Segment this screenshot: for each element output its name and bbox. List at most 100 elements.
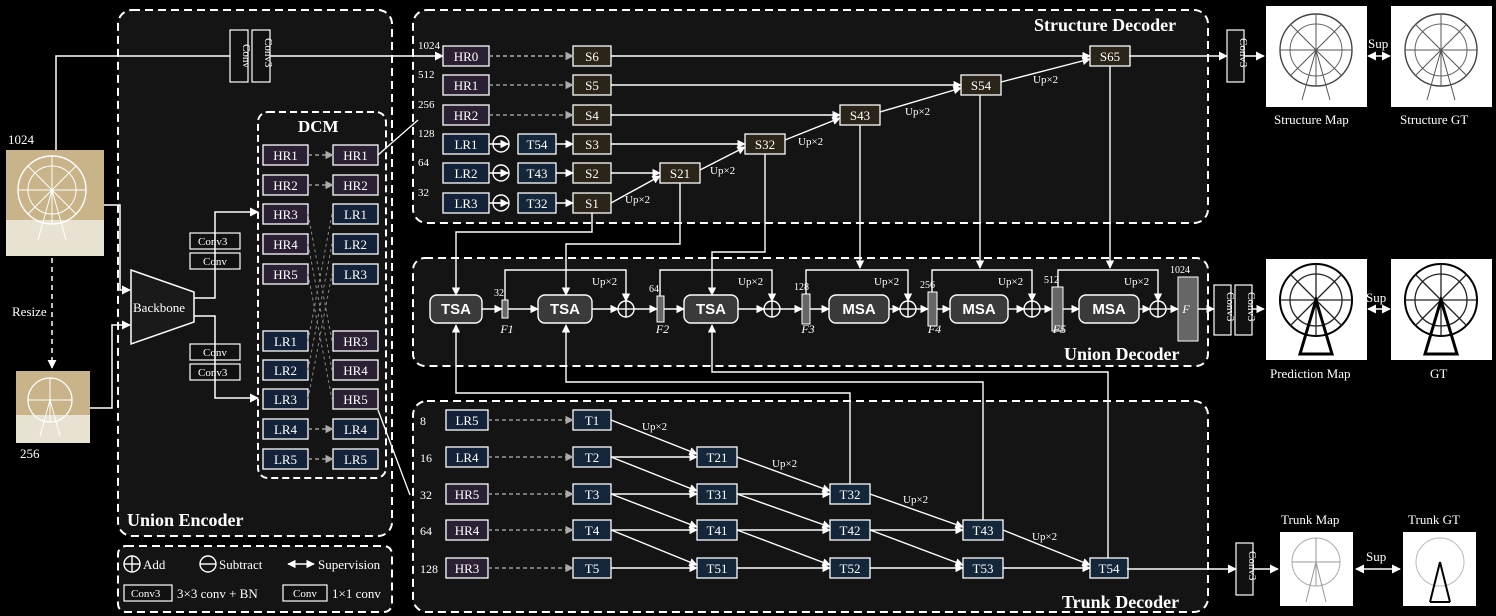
struct-t54: T54 <box>517 133 557 155</box>
struct-in-hr1-1: HR1 <box>442 74 490 96</box>
dcm-left-hr1: HR1 <box>262 144 309 166</box>
svg-text:F4: F4 <box>927 322 941 336</box>
trunk-map-image <box>1280 532 1353 606</box>
svg-text:S21: S21 <box>670 166 690 181</box>
svg-text:S5: S5 <box>585 78 599 93</box>
svg-text:HR0: HR0 <box>454 49 479 64</box>
union-block-3: MSA <box>828 294 890 324</box>
structure-map-image <box>1266 6 1367 107</box>
svg-text:HR2: HR2 <box>343 178 368 193</box>
svg-text:Conv3: Conv3 <box>1237 38 1249 68</box>
union-block-4: MSA <box>949 294 1009 324</box>
trunk-t43: T43 <box>962 519 1004 541</box>
svg-text:T4: T4 <box>585 523 600 538</box>
trunk-t1: T1 <box>572 409 612 431</box>
prediction-map-image <box>1266 259 1367 360</box>
svg-text:T5: T5 <box>585 561 599 576</box>
svg-text:Conv3: Conv3 <box>198 367 228 379</box>
svg-text:T32: T32 <box>527 196 548 211</box>
dcm-right-hr1: HR1 <box>332 144 379 166</box>
trunk-size-1: 16 <box>420 451 432 465</box>
union-up-3: Up×2 <box>998 276 1023 288</box>
struct-in-lr3-5: LR3 <box>442 192 490 214</box>
svg-text:T51: T51 <box>707 561 728 576</box>
svg-text:LR2: LR2 <box>274 363 297 378</box>
struct-subtract-1 <box>492 164 510 182</box>
union-feature-f: F <box>1177 276 1199 342</box>
dcm-right-hr3: HR3 <box>332 330 379 352</box>
svg-text:Add: Add <box>143 557 166 572</box>
svg-text:T3: T3 <box>585 487 599 502</box>
dcm-right-lr4: LR4 <box>332 418 379 440</box>
trunk-in-hr5: HR5 <box>445 483 489 505</box>
svg-text:TSA: TSA <box>441 301 471 318</box>
struct-s2: S2 <box>572 162 612 184</box>
union-up-1: Up×2 <box>738 276 763 288</box>
dcm-right-lr5: LR5 <box>332 448 379 470</box>
union-block-0: TSA <box>429 294 483 324</box>
dcm-left-hr4: HR4 <box>262 233 309 255</box>
svg-text:LR3: LR3 <box>274 392 297 407</box>
svg-text:Conv: Conv <box>293 588 317 600</box>
input-image-large <box>6 150 104 256</box>
dcm-left-hr5: HR5 <box>262 263 309 285</box>
trunk-gt-label: Trunk GT <box>1408 512 1460 527</box>
svg-text:3×3 conv + BN: 3×3 conv + BN <box>177 586 258 601</box>
svg-text:Conv3: Conv3 <box>198 236 228 248</box>
struct-in-hr0-0: HR0 <box>442 45 490 67</box>
trunk-size-3: 64 <box>420 524 432 538</box>
svg-text:Subtract: Subtract <box>219 557 263 572</box>
input-size-large: 1024 <box>8 132 35 147</box>
struct-s5: S5 <box>572 74 612 96</box>
struct-s43: S43 <box>839 104 881 126</box>
svg-text:S1: S1 <box>585 196 599 211</box>
input-size-small: 256 <box>20 446 40 461</box>
legend-conv3: Conv3 3×3 conv + BN <box>123 584 258 602</box>
dcm-right-hr4: HR4 <box>332 359 379 381</box>
struct-in-lr2-4: LR2 <box>442 162 490 184</box>
struct-s3: S3 <box>572 133 612 155</box>
trunk-t53: T53 <box>962 557 1004 579</box>
structure-decoder-title: Structure Decoder <box>1034 15 1176 35</box>
up-s32: Up×2 <box>798 136 823 148</box>
union-add-0 <box>617 300 635 318</box>
struct-in-hr2-2: HR2 <box>442 104 490 126</box>
svg-text:MSA: MSA <box>962 301 996 318</box>
structure-map-label: Structure Map <box>1274 112 1349 127</box>
enc-top-conv3: Conv3 <box>251 29 274 83</box>
svg-text:HR1: HR1 <box>454 78 479 93</box>
svg-text:HR1: HR1 <box>273 148 298 163</box>
dcm-right-lr3: LR3 <box>332 263 379 285</box>
struct-s6: S6 <box>572 45 612 67</box>
dcm-title: DCM <box>298 117 339 136</box>
svg-text:T41: T41 <box>707 523 728 538</box>
struct-size-4: 64 <box>418 157 430 169</box>
struct-t43: T43 <box>517 162 557 184</box>
svg-text:F2: F2 <box>655 322 669 336</box>
svg-text:Conv3: Conv3 <box>1246 551 1258 581</box>
trunk-t5: T5 <box>572 557 612 579</box>
svg-text:TSA: TSA <box>550 301 580 318</box>
trunk-gt-image <box>1403 532 1476 606</box>
svg-text:F5: F5 <box>1052 322 1066 336</box>
svg-text:MSA: MSA <box>842 301 876 318</box>
trunk-map-label: Trunk Map <box>1281 512 1339 527</box>
svg-text:HR3: HR3 <box>455 561 480 576</box>
svg-text:S3: S3 <box>585 137 599 152</box>
svg-text:T43: T43 <box>973 523 994 538</box>
svg-text:HR2: HR2 <box>454 108 479 123</box>
svg-text:S32: S32 <box>755 137 775 152</box>
trunk-up-4: Up×2 <box>1032 531 1057 543</box>
svg-text:T32: T32 <box>840 487 861 502</box>
svg-text:T42: T42 <box>840 523 861 538</box>
svg-text:F1: F1 <box>499 322 513 336</box>
structure-gt-image <box>1391 6 1492 107</box>
input-image-small <box>16 371 90 443</box>
legend-supervision: Supervision <box>287 557 381 572</box>
legend-subtract: Subtract <box>199 555 263 573</box>
trunk-t32: T32 <box>829 483 871 505</box>
trunk-size-2: 32 <box>420 488 432 502</box>
dcm-left-lr5: LR5 <box>262 448 309 470</box>
svg-text:Conv3: Conv3 <box>131 588 161 600</box>
svg-text:LR1: LR1 <box>454 137 477 152</box>
